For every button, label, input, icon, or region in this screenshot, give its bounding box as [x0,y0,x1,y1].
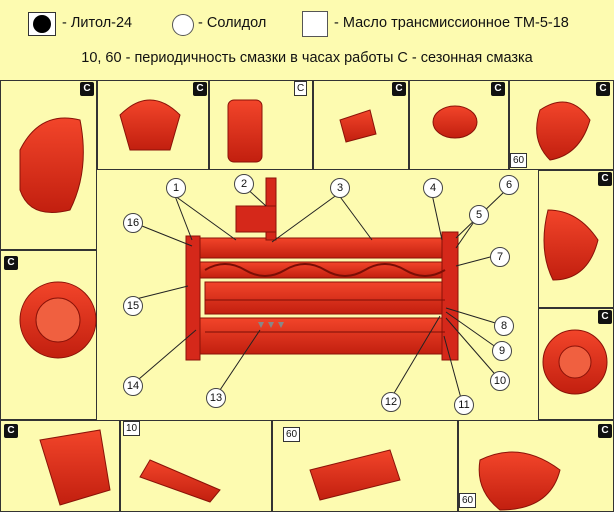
callout-9: 9 [492,341,512,361]
season-badge: C [4,256,18,270]
callout-1: 1 [166,178,186,198]
season-badge: C [294,81,307,96]
interval-badge: 10 [123,421,140,436]
callout-4: 4 [423,178,443,198]
callout-13: 13 [206,388,226,408]
season-badge: C [80,82,94,96]
callout-11: 11 [454,395,474,415]
season-badge: C [596,82,610,96]
callout-10: 10 [490,371,510,391]
callout-12: 12 [381,392,401,412]
callout-2: 2 [234,174,254,194]
callout-3: 3 [330,178,350,198]
season-badge: C [598,310,612,324]
callout-16: 16 [123,213,143,233]
season-badge: C [598,172,612,186]
interval-badge: 60 [459,493,476,508]
callout-15: 15 [123,296,143,316]
callout-14: 14 [123,376,143,396]
season-badge: C [491,82,505,96]
callout-7: 7 [490,247,510,267]
callout-6: 6 [499,175,519,195]
season-badge: C [193,82,207,96]
interval-badge: 60 [510,153,527,168]
interval-badge: 60 [283,427,300,442]
season-badge: C [4,424,18,438]
season-badge: C [392,82,406,96]
callout-5: 5 [469,205,489,225]
callout-8: 8 [494,316,514,336]
season-badge: C [598,424,612,438]
